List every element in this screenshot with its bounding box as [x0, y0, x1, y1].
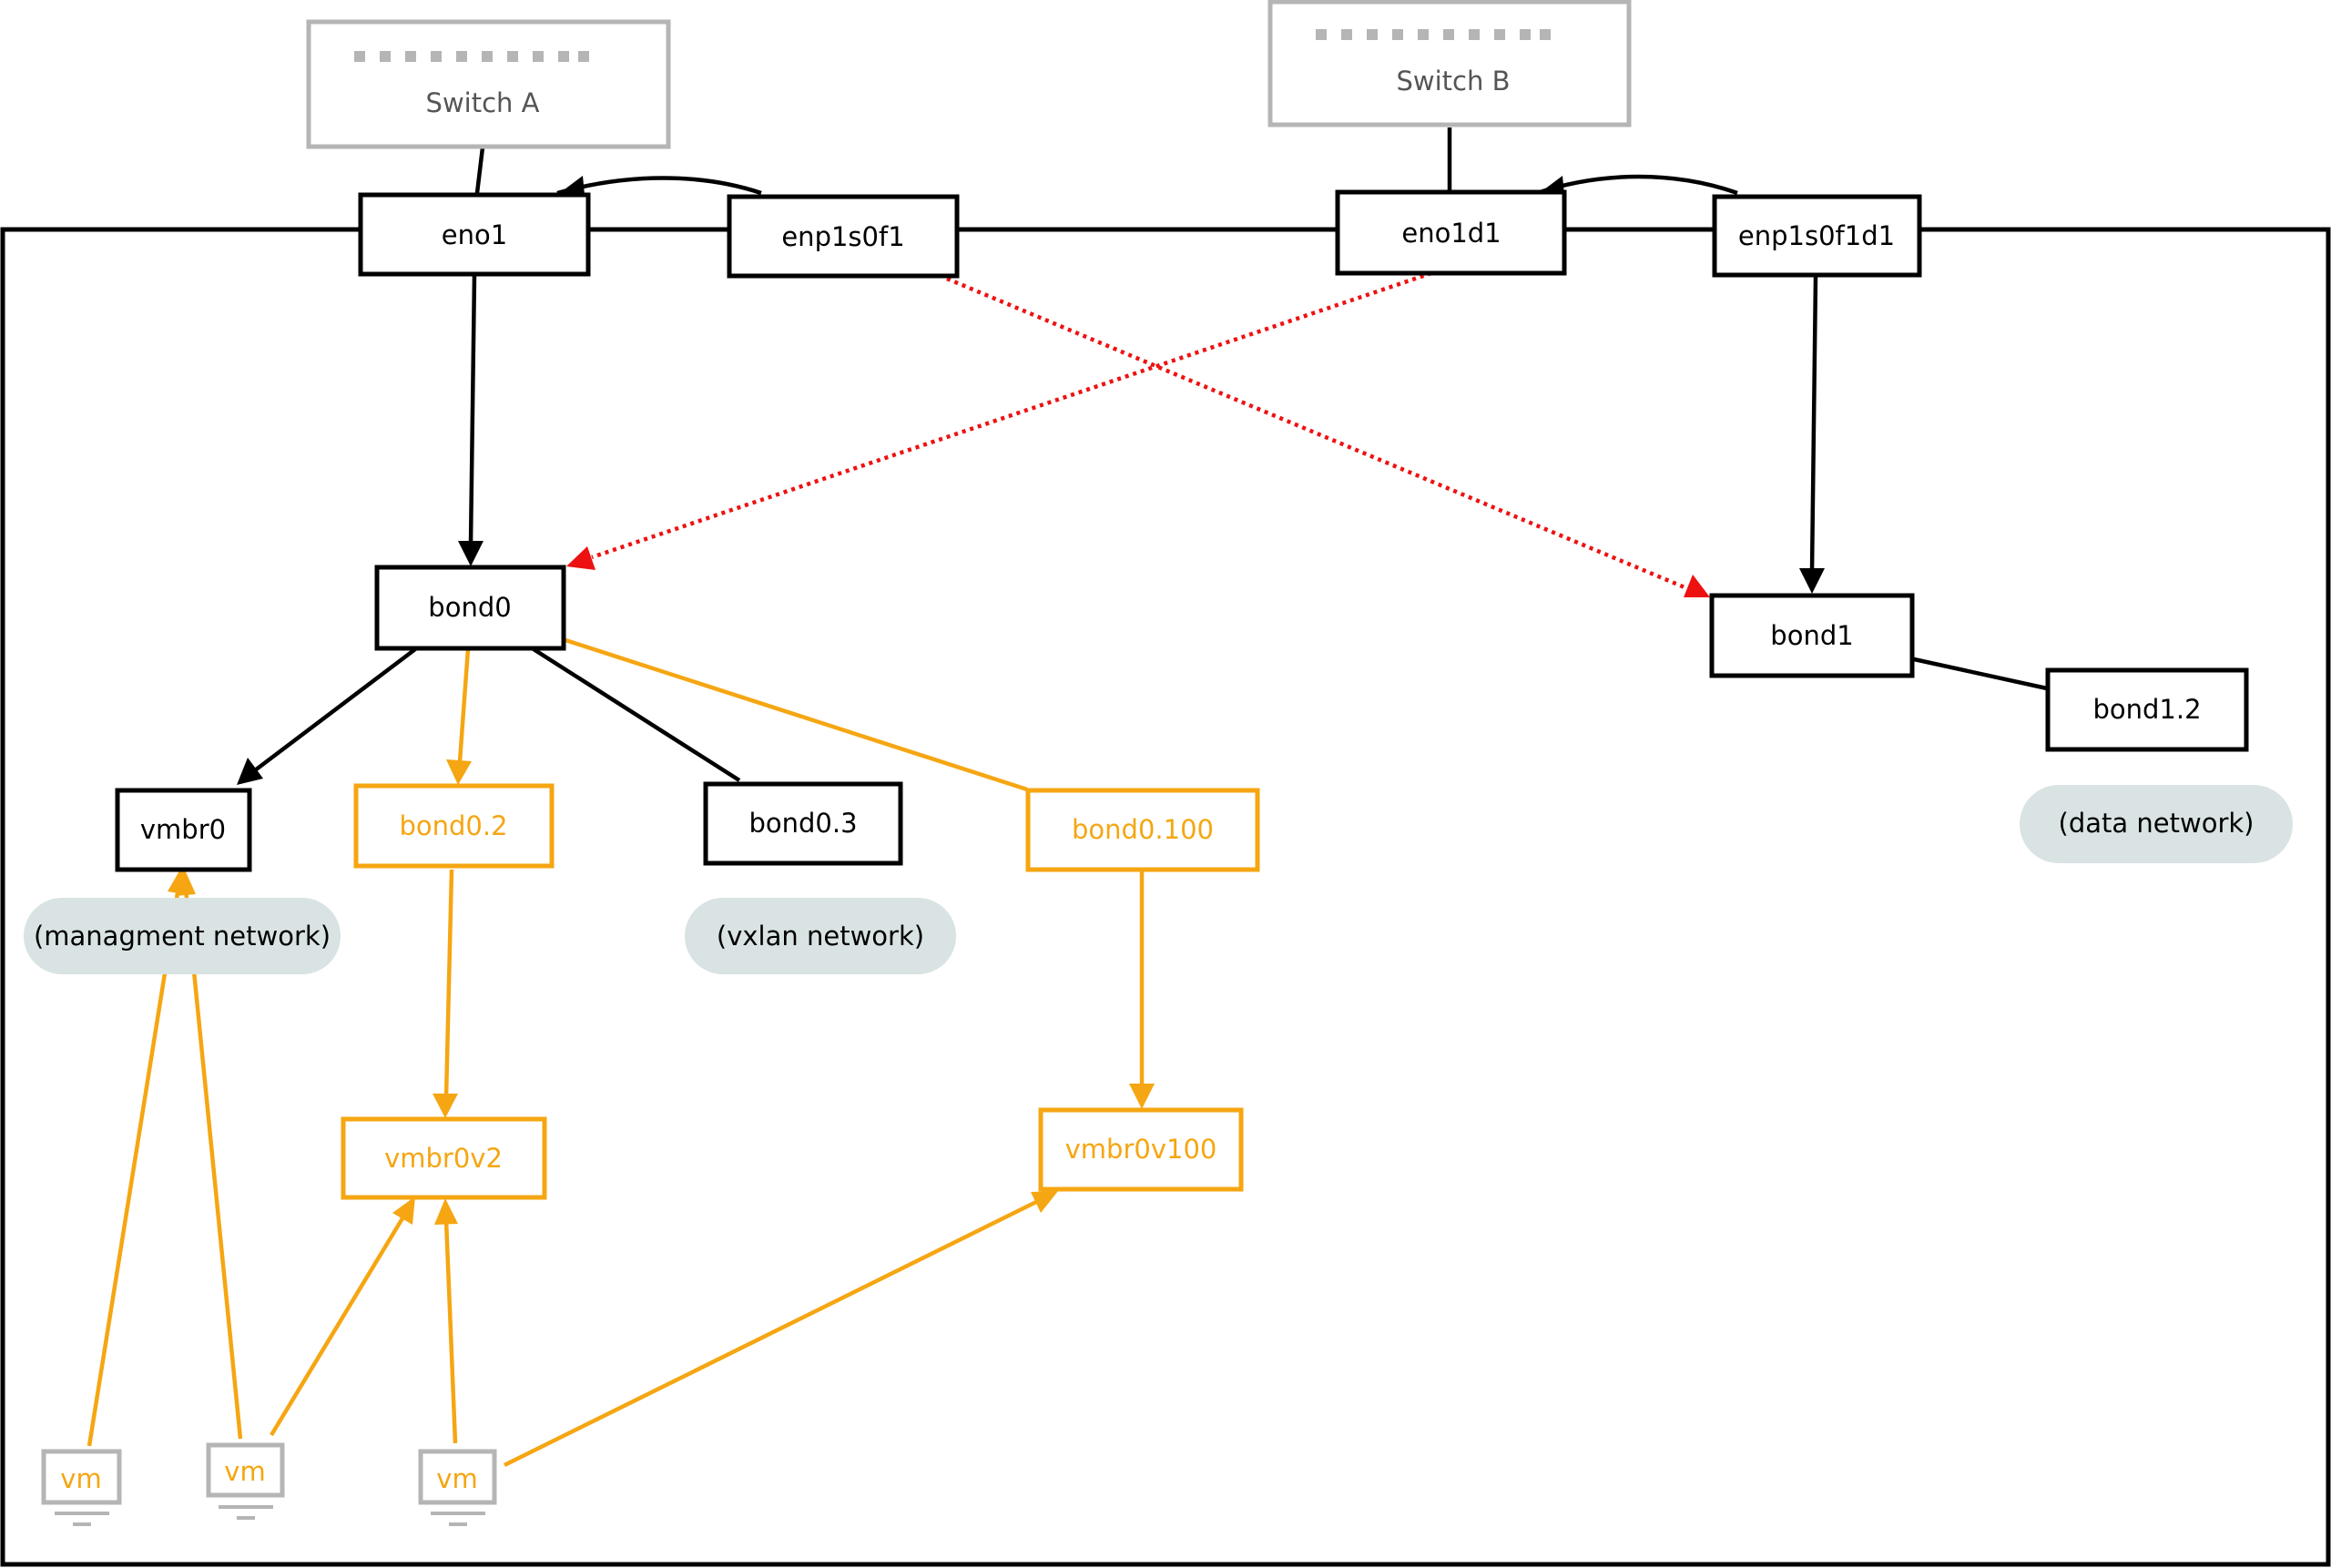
- management-network-label: (managment network): [34, 921, 331, 952]
- switch-b-ports-icon: [1316, 29, 1551, 40]
- arrowhead-vm3-vmbr0v100: [1031, 1191, 1058, 1213]
- vm-3: vm: [418, 1449, 497, 1526]
- nic-eno1d1: eno1d1: [1335, 189, 1567, 276]
- nic-enp1s0f1: enp1s0f1: [727, 194, 960, 279]
- link-bond0-vmbr0: [253, 647, 417, 772]
- arrowhead-bond1: [1799, 568, 1825, 594]
- host-border: [0, 227, 2331, 1567]
- link-enp1s0f1d1-bond1: [1809, 276, 1818, 573]
- arrowhead-vm3-vmbr0v2: [434, 1198, 458, 1225]
- pill-vxlan-network: (vxlan network): [685, 898, 956, 974]
- bond1-label: bond1: [1770, 620, 1853, 651]
- switch-b-label: Switch B: [1397, 66, 1511, 97]
- switch-a: Switch A: [306, 19, 671, 149]
- vlan-bond0-100: bond0.100: [1025, 788, 1260, 872]
- vm-1: vm: [41, 1449, 122, 1526]
- arrowhead-vmbr0v2: [433, 1094, 458, 1118]
- link-bond0-bond0-2: [457, 648, 471, 762]
- vmbr0-label: vmbr0: [140, 814, 226, 845]
- link-bond0-bond0-3: [532, 647, 741, 782]
- vlan-bond1-2: bond1.2: [2045, 667, 2249, 752]
- vm-3-stand-icon: [431, 1512, 485, 1515]
- link-vm2-vmbr0v2: [270, 1217, 404, 1437]
- link-enp1s0f1d1-eno1d1: [1536, 174, 1738, 196]
- arrowhead-eno1: [557, 176, 585, 195]
- connections: [87, 127, 2048, 1468]
- vlan-bond0-2: bond0.2: [353, 783, 555, 869]
- link-switch-a-eno1: [474, 147, 485, 194]
- vm-1-label: vm: [60, 1463, 101, 1494]
- nic-enp1s0f1-label: enp1s0f1: [781, 221, 904, 252]
- data-network-label: (data network): [2059, 808, 2255, 839]
- arrowhead-bond0-backup: [566, 546, 595, 570]
- vm-2-label: vm: [224, 1456, 265, 1487]
- bridge-vmbr0: vmbr0: [115, 788, 252, 872]
- link-bond0-bond0-100: [565, 637, 1028, 792]
- arrowhead-vm2-vmbr0: [175, 868, 196, 896]
- bond-bond0: bond0: [374, 565, 566, 651]
- vmbr0v2-label: vmbr0v2: [384, 1143, 503, 1174]
- link-vm3-vmbr0v100: [504, 1199, 1037, 1468]
- arrowhead-vm2-vmbr0v2: [392, 1196, 415, 1225]
- link-enp1s0f1-bond1-backup: [946, 276, 1685, 590]
- vm-1-stand-icon: [55, 1512, 109, 1515]
- arrowhead-bond0-2: [446, 759, 472, 785]
- vm-3-label: vm: [436, 1463, 477, 1494]
- monitor-icon: [418, 1449, 497, 1505]
- bond0-100-label: bond0.100: [1072, 814, 1214, 845]
- switch-a-ports-icon: [354, 51, 589, 62]
- monitor-icon: [206, 1442, 285, 1498]
- vlan-bond0-3: bond0.3: [703, 781, 903, 866]
- link-eno1d1-bond0-backup: [591, 270, 1432, 560]
- bridge-vmbr0v2: vmbr0v2: [341, 1116, 547, 1200]
- link-enp1s0f1-eno1: [556, 176, 762, 196]
- arrowhead-vmbr0: [237, 758, 263, 785]
- bridge-vmbr0v100: vmbr0v100: [1038, 1107, 1244, 1192]
- bond0-3-label: bond0.3: [748, 808, 857, 839]
- vm-2-stand-icon: [219, 1505, 273, 1509]
- bond0-label: bond0: [428, 592, 511, 623]
- vxlan-network-label: (vxlan network): [717, 921, 924, 952]
- bond-bond1: bond1: [1709, 593, 1915, 678]
- link-vm1-vmbr0: [87, 887, 181, 1447]
- bond1-2-label: bond1.2: [2092, 694, 2201, 725]
- monitor-icon: [41, 1449, 122, 1505]
- vmbr0v100-label: vmbr0v100: [1065, 1134, 1217, 1165]
- nic-eno1-label: eno1: [442, 219, 507, 250]
- vm-2: vm: [206, 1442, 285, 1520]
- link-bond1-bond1-2: [1913, 657, 2048, 691]
- switch-b: Switch B: [1267, 0, 1632, 127]
- link-bond0-2-vmbr0v2: [443, 869, 454, 1099]
- nic-eno1d1-label: eno1d1: [1401, 218, 1501, 249]
- arrowhead-bond0: [458, 541, 484, 566]
- arrowhead-bond1-backup: [1684, 575, 1710, 597]
- nic-enp1s0f1d1: enp1s0f1d1: [1712, 194, 1922, 278]
- link-vm3-vmbr0v2: [443, 1219, 458, 1444]
- switch-a-label: Switch A: [426, 87, 540, 118]
- link-eno1-bond0: [468, 274, 477, 545]
- link-vm2-vmbr0: [183, 888, 243, 1440]
- nic-enp1s0f1d1-label: enp1s0f1d1: [1738, 220, 1895, 251]
- bond0-2-label: bond0.2: [399, 810, 507, 841]
- pill-management-network: (managment network): [24, 898, 341, 974]
- arrowhead-vmbr0v100: [1129, 1084, 1155, 1109]
- pill-data-network: (data network): [2020, 785, 2293, 863]
- nic-eno1: eno1: [358, 192, 591, 277]
